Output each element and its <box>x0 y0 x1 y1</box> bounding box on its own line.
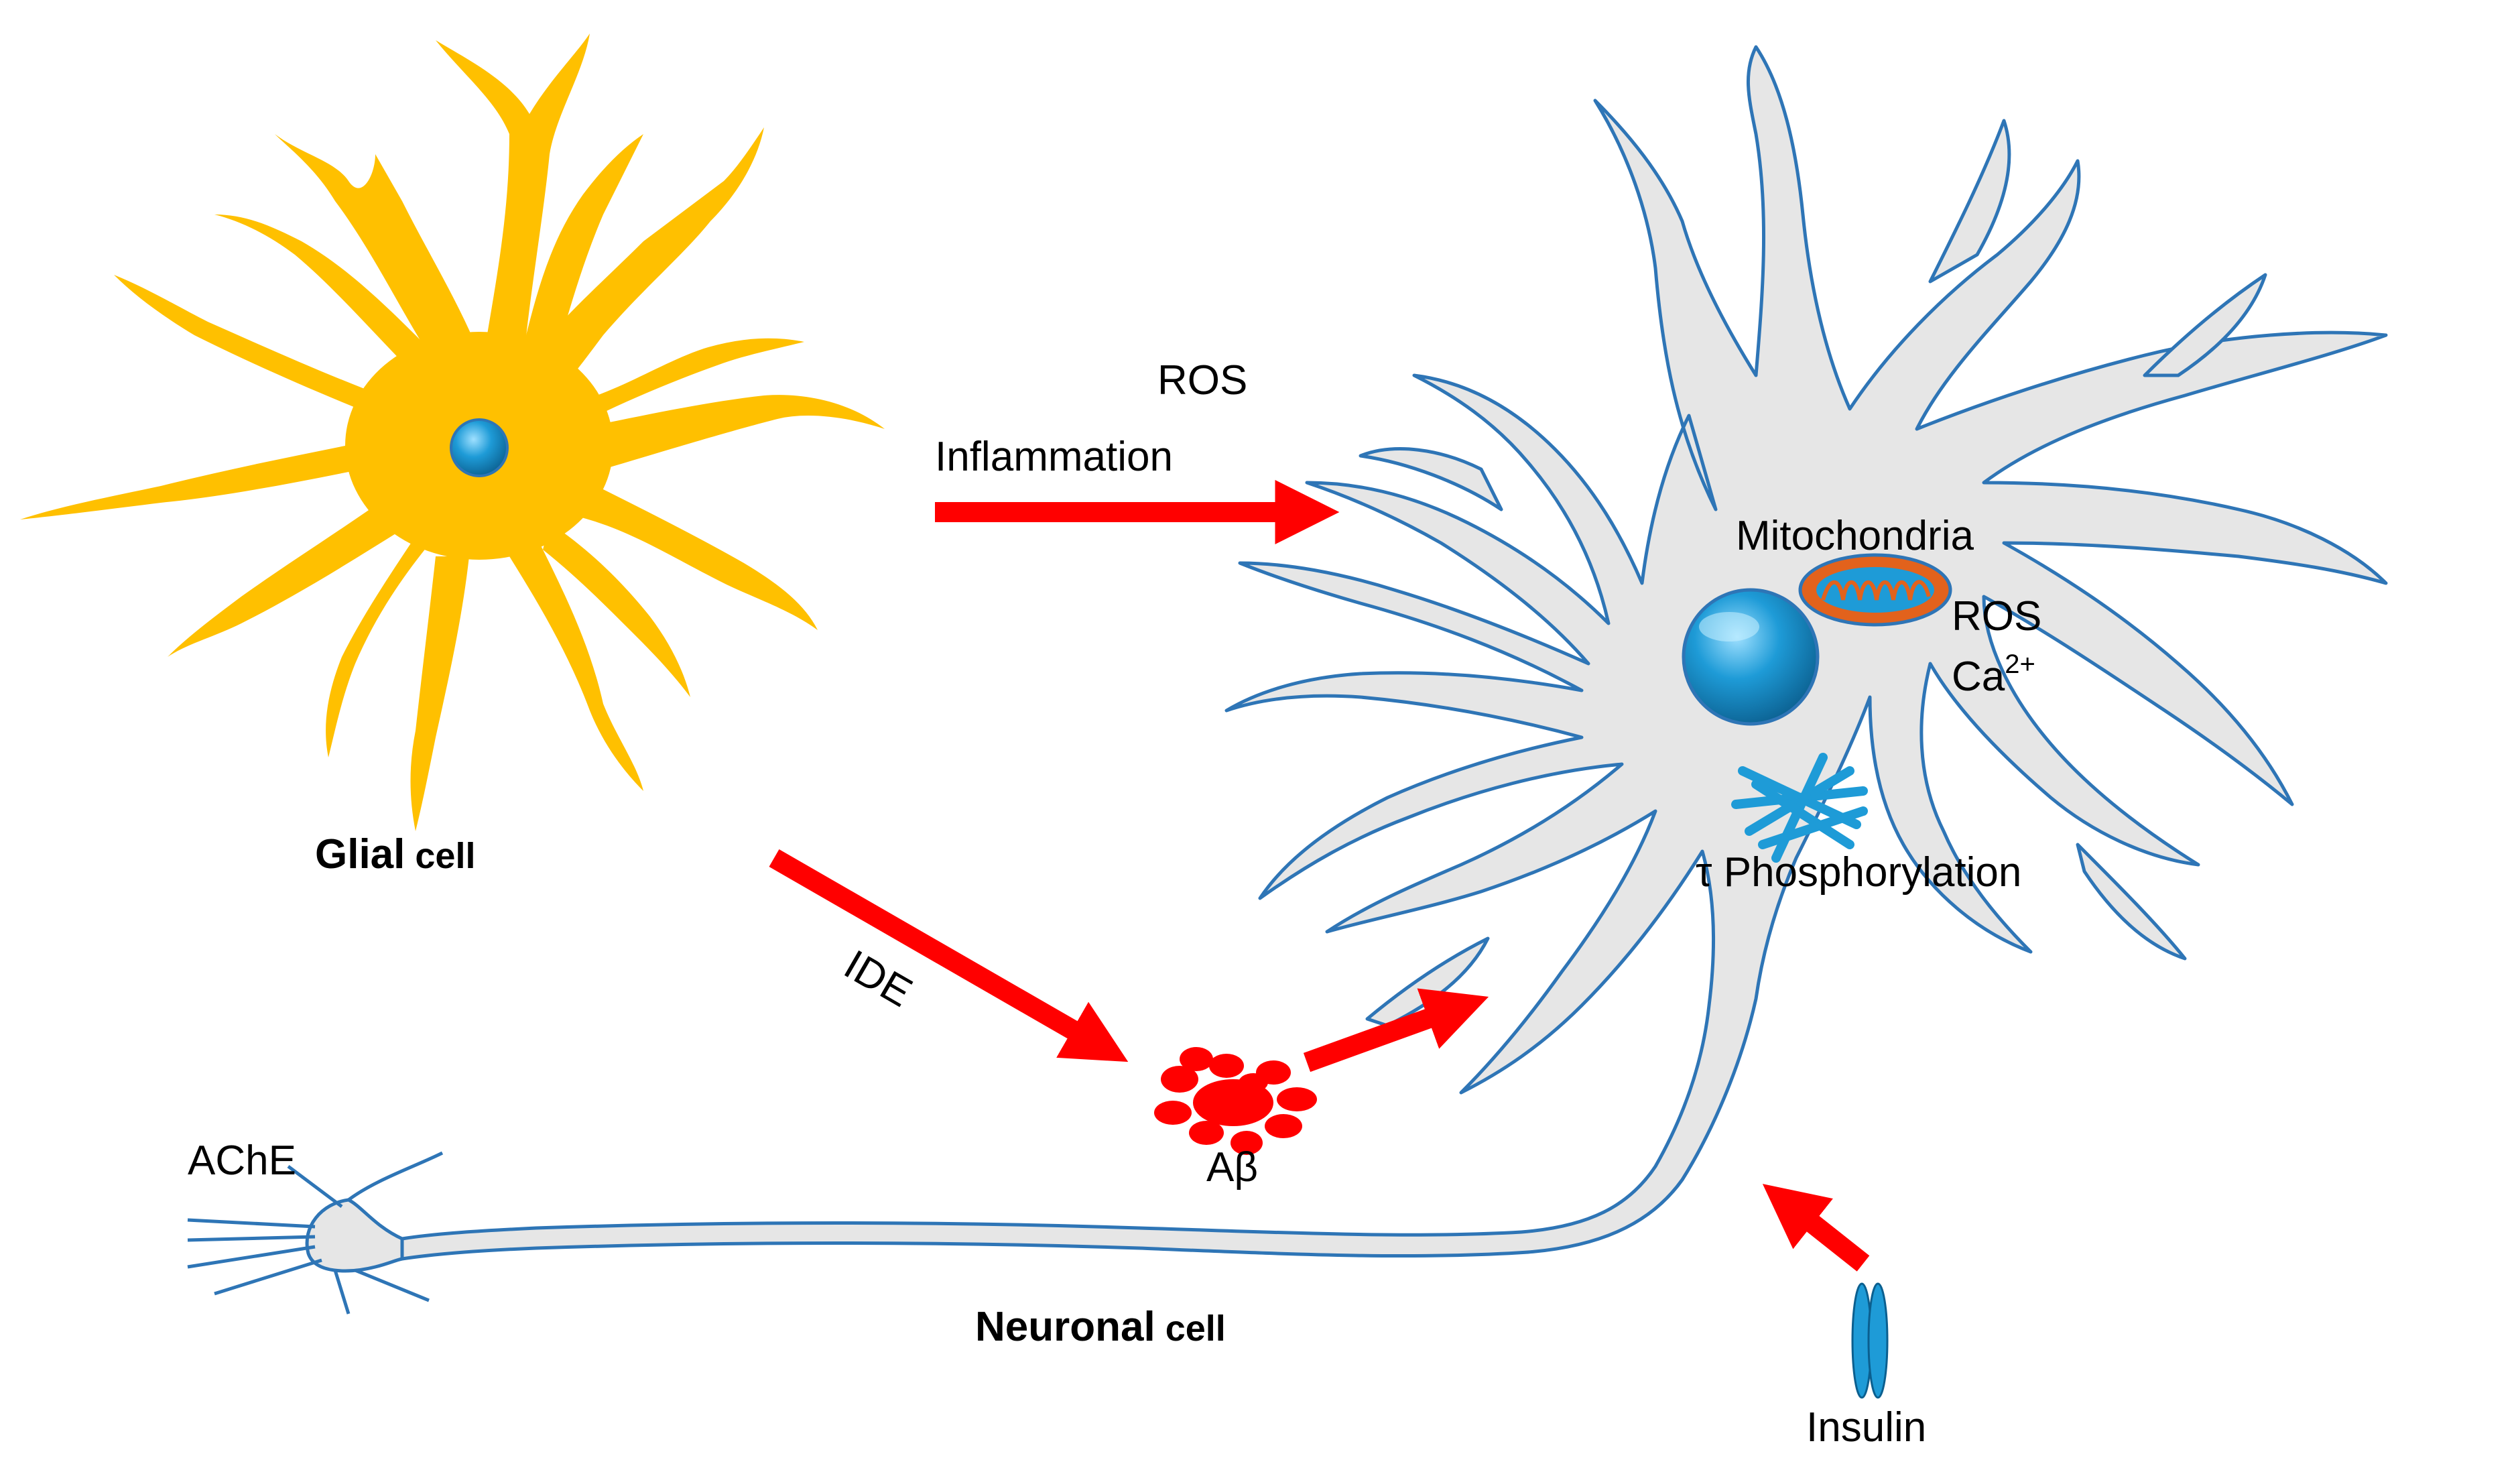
arrow-abeta <box>1303 988 1489 1073</box>
label-mitochondria: Mitochondria <box>1736 513 1974 559</box>
label-ros-top: ROS <box>1157 357 1247 404</box>
label-neuronal-cell-word: cell <box>1155 1308 1226 1349</box>
label-calcium: Ca2+ <box>1952 650 2035 700</box>
neuron-cell <box>400 45 2388 1261</box>
label-neuronal: Neuronal <box>975 1304 1155 1350</box>
label-ide: IDE <box>836 941 920 1016</box>
arrows <box>769 479 1870 1272</box>
tau-fibrils-icon <box>1731 753 1868 863</box>
label-ros-right: ROS <box>1952 593 2041 639</box>
insulin-icon <box>1851 1282 1889 1399</box>
arrow-ide <box>769 849 1129 1062</box>
glial-cell <box>20 34 885 831</box>
mitochondria-icon <box>1798 553 1952 627</box>
label-abeta-beta: β <box>1234 1144 1258 1190</box>
abeta-aggregate-icon <box>1154 1047 1317 1155</box>
label-insulin: Insulin <box>1806 1404 1926 1451</box>
label-ca: Ca <box>1952 654 2005 700</box>
label-inflammation: Inflammation <box>935 434 1173 480</box>
label-glial-cell-word: cell <box>405 836 475 876</box>
label-phosphorylation: Phosphorylation <box>1712 849 2022 896</box>
label-ca-superscript: 2+ <box>2005 650 2035 679</box>
label-ache: AChE <box>188 1138 296 1184</box>
label-neuronal-cell: Neuronal cell <box>975 1304 1226 1350</box>
label-glial: Glial <box>315 831 405 877</box>
glial-nucleus <box>450 418 509 477</box>
label-glial-cell: Glial cell <box>315 831 475 877</box>
label-abeta-a: A <box>1206 1144 1235 1190</box>
label-abeta: Aβ <box>1206 1144 1258 1190</box>
arrow-insulin <box>1762 1184 1870 1272</box>
neuron-nucleus <box>1682 588 1820 726</box>
label-tau-symbol: τ <box>1696 849 1712 896</box>
axon-terminal <box>187 1151 444 1314</box>
label-tau-phosphorylation: τ Phosphorylation <box>1696 849 2021 896</box>
